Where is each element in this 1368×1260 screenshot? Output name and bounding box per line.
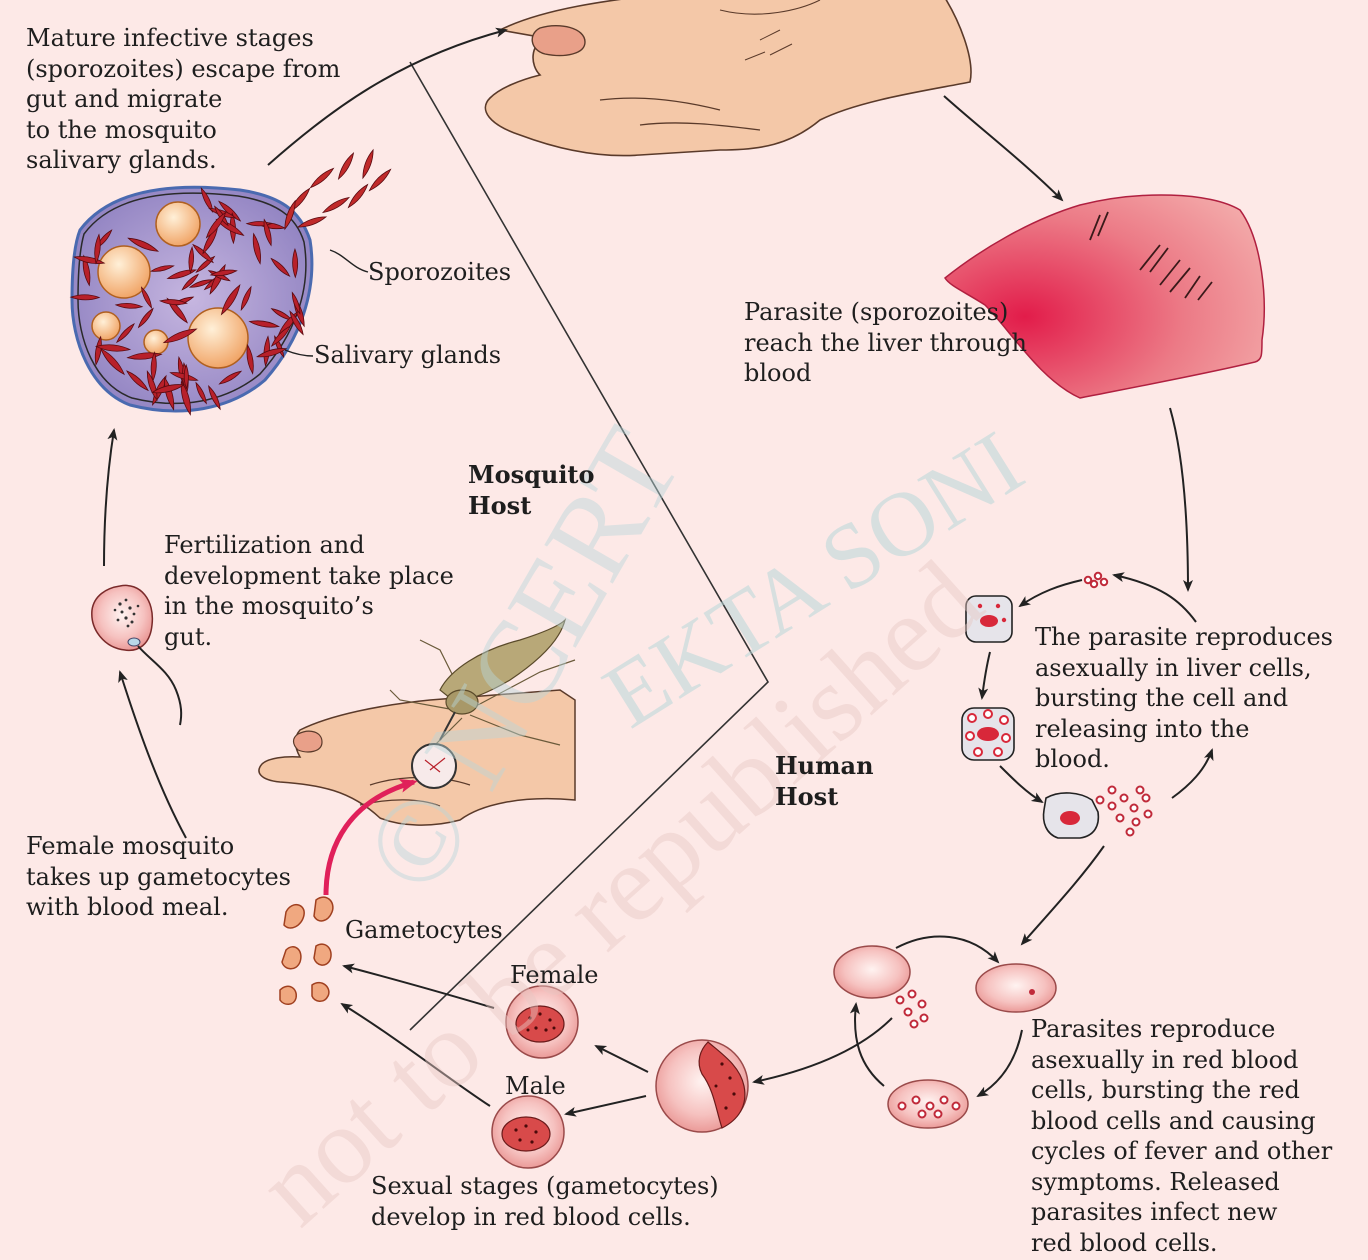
sporozoite-spindle (149, 265, 175, 272)
sporozoite-spindle (252, 232, 261, 265)
sporozoite-spindle (126, 370, 149, 392)
sporozoite-spindle (82, 254, 91, 287)
sporozoite-spindle (263, 335, 270, 367)
sporozoite-spindle (248, 320, 280, 328)
mosquito-on-hand (258, 618, 576, 826)
sporozoite-spindle (246, 343, 254, 375)
sporozoite-spindle (188, 279, 214, 288)
sporozoite-spindle (205, 211, 227, 239)
human-hand-top (484, 0, 972, 157)
label-fertilization: Fertilization and development take place… (164, 531, 454, 651)
label-gametocytes: Gametocytes (345, 916, 503, 944)
sporozoite-spindle (150, 351, 157, 382)
sporozoite-spindle (195, 381, 207, 405)
sporozoite-spindle (218, 200, 242, 222)
sporozoite-spindle (337, 151, 355, 181)
sporozoite-spindle (162, 328, 198, 344)
label-human-host: Human Host (775, 751, 874, 811)
sporozoite-spindle (347, 183, 369, 209)
cycle-arrows (103, 27, 1214, 1117)
label-female-mosquito: Female mosquito takes up gametocytes wit… (26, 832, 291, 921)
free-merozoites-top (1083, 571, 1109, 589)
blood-meal-arrow (323, 779, 418, 896)
host-divider-line (409, 61, 770, 1031)
rbc-cycle-2 (975, 963, 1057, 1013)
sporozoite-spindle (208, 384, 221, 411)
gametocyte-blobs (279, 896, 334, 1005)
liver (944, 194, 1265, 399)
sporozoite-spindle (116, 323, 135, 344)
sporozoite-spindle (218, 370, 243, 385)
sporozoite-spindle (200, 187, 214, 214)
label-rbc-reproduction: Parasites reproduce asexually in red blo… (1031, 1015, 1333, 1257)
sporozoite-spindle (220, 284, 241, 316)
sporozoite-spindle (309, 167, 335, 189)
liver-cell-burst (1042, 785, 1153, 839)
label-sporozoites: Sporozoites (368, 258, 512, 286)
sporozoite-spindle (292, 247, 299, 279)
sporozoite-spindle (183, 363, 189, 390)
label-sexual-stages: Sexual stages (gametocytes) develop in r… (371, 1172, 719, 1231)
sporozoite-spindle (270, 257, 291, 277)
sporozoite-spindle (94, 233, 101, 265)
sporozoite-spindle (368, 168, 392, 192)
infected-rbc-large (655, 1039, 749, 1133)
sporozoite-spindle (100, 347, 125, 376)
sporozoite-spindle (188, 246, 194, 274)
label-salivary-glands: Salivary glands (314, 341, 502, 369)
label-liver-reproduction: The parasite reproduces asexually in liv… (1035, 623, 1333, 773)
sporozoite-spindle (114, 302, 144, 309)
sporozoite-spindle (240, 285, 252, 312)
sporozoite-spindle (291, 291, 301, 315)
sporozoite-spindle (69, 294, 101, 301)
sporozoite-spindle (137, 307, 154, 329)
sporozoite-spindle (166, 269, 197, 279)
sporozoite-spindle (181, 273, 199, 291)
sporozoite-spindle (209, 269, 238, 277)
sporozoite-spindle (126, 352, 163, 360)
sporozoite-spindle (151, 384, 186, 394)
oocyst (91, 584, 183, 726)
sporozoite-spindle (270, 325, 292, 347)
salivary-gland (69, 148, 392, 416)
sporozoite-spindle (180, 380, 191, 416)
liver-cell-2 (961, 707, 1015, 761)
sporozoite-spindle (256, 348, 288, 358)
sporozoite-spindle (321, 196, 351, 214)
gland-leader-lines (284, 249, 369, 357)
rbc-cycle-1 (833, 945, 929, 1029)
sporozoite-spindle (127, 237, 160, 252)
sporozoite-spindle (289, 310, 304, 336)
label-mature-infective: Mature infective stages (sporozoites) es… (26, 24, 341, 174)
label-parasite-liver: Parasite (sporozoites) reach the liver t… (744, 298, 1027, 387)
sporozoite-spindle (263, 218, 272, 247)
sporozoite-spindle (296, 216, 328, 228)
female-gametocyte-cell (505, 985, 579, 1059)
sporozoite-spindle (94, 344, 132, 352)
rbc-cycle-3 (887, 1079, 969, 1129)
sporozoite-spindle (284, 199, 296, 231)
sporozoite-spindle (159, 299, 188, 306)
liver-cell-1 (965, 595, 1013, 643)
label-female: Female (510, 961, 599, 989)
male-gametocyte-cell (491, 1095, 565, 1169)
label-male: Male (505, 1072, 566, 1100)
sporozoite-spindle (140, 286, 153, 309)
sporozoite-spindle (362, 148, 374, 180)
label-mosquito-host: Mosquito Host (468, 460, 595, 520)
